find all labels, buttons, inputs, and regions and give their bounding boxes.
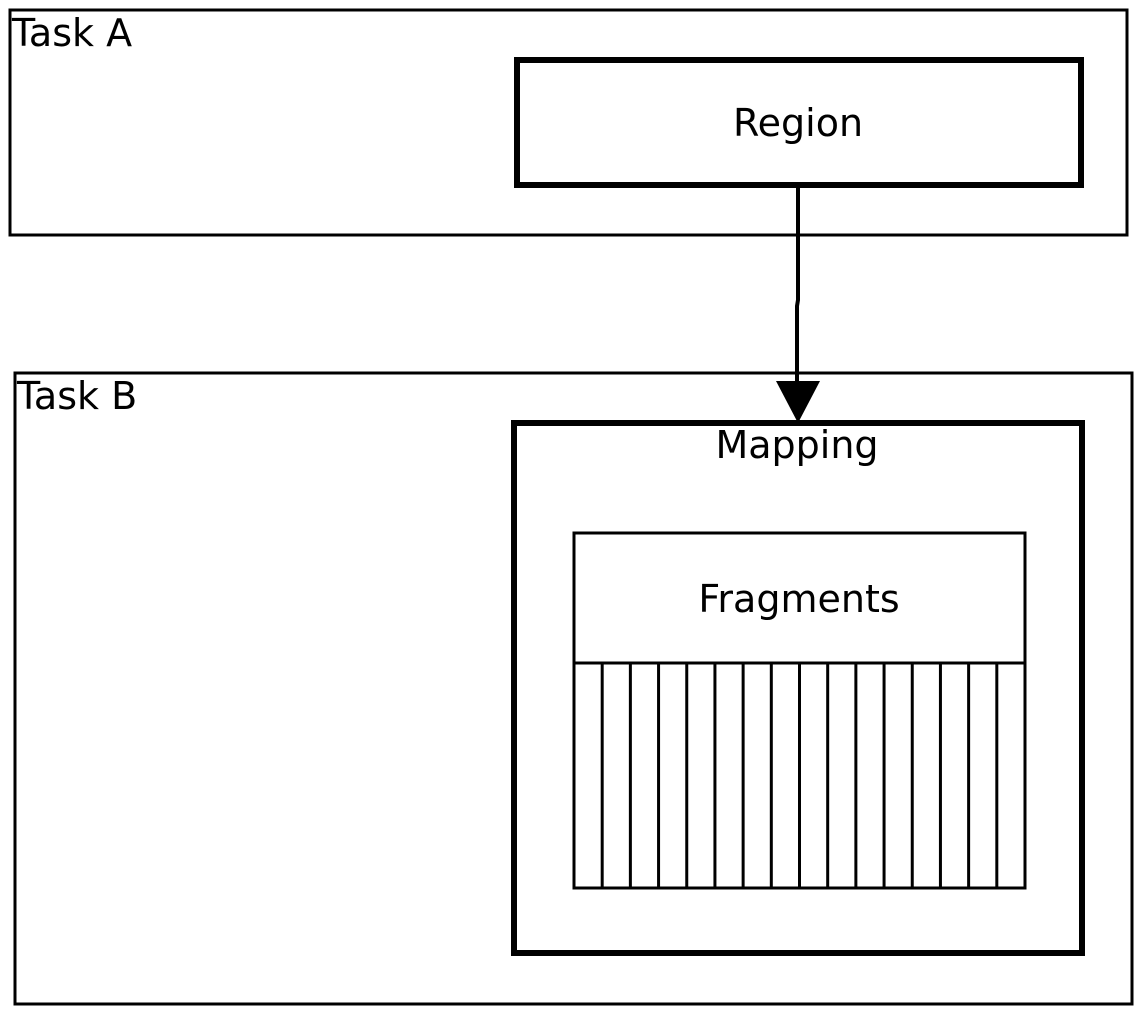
fragments-group: Fragments	[572, 531, 1027, 890]
mapping-group: Mapping Fragments	[511, 420, 1085, 956]
region-box	[514, 57, 1084, 188]
mapping-box	[511, 420, 1085, 956]
fragments-label: Fragments	[698, 577, 899, 621]
arrow-head	[776, 381, 820, 423]
task-b-label: Task B	[16, 374, 137, 418]
region-group: Region	[514, 57, 1084, 188]
task-a-label: Task A	[11, 11, 132, 55]
task-a-box	[8, 8, 1129, 237]
task-a-group: Task A Region	[8, 8, 1129, 237]
arrow-shaft	[795, 187, 800, 383]
mapping-label: Mapping	[715, 423, 878, 467]
region-label: Region	[733, 101, 863, 145]
task-b-group: Task B Mapping Fragments	[13, 371, 1134, 1006]
fragment-columns	[600, 663, 999, 888]
region-to-mapping-arrow	[776, 187, 820, 423]
task-b-box	[13, 371, 1134, 1006]
